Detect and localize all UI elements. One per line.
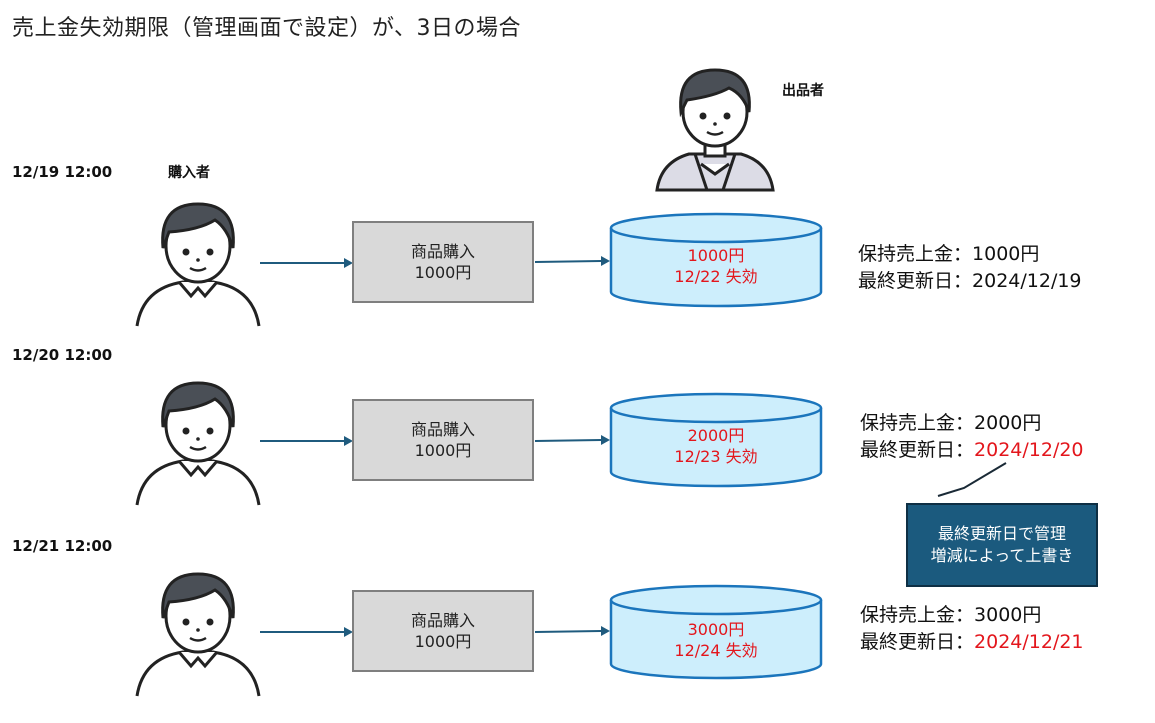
balance-info: 保持売上金：1000円 最終更新日：2024/12/19 (858, 241, 1082, 295)
purchase-box: 商品購入 1000円 (352, 221, 534, 303)
sales-storage-cylinder: 2000円 12/23 失効 (609, 392, 823, 488)
row-timestamp: 12/20 12:00 (12, 346, 113, 364)
sales-storage-cylinder: 1000円 12/22 失効 (609, 212, 823, 308)
arrow-buyer-to-purchase-icon (260, 436, 353, 446)
storage-amount: 1000円 (687, 246, 745, 265)
cylinder-icon (609, 584, 823, 680)
storage-amount: 2000円 (687, 426, 745, 445)
updated-label: 最終更新日： (858, 270, 973, 292)
cylinder-icon (609, 392, 823, 488)
cylinder-icon (609, 212, 823, 308)
balance-value: 3000円 (974, 604, 1042, 626)
buyer-label: 購入者 (168, 165, 210, 181)
updated-label: 最終更新日： (860, 631, 975, 653)
arrow-purchase-to-storage-icon (534, 435, 610, 445)
diagram-title: 売上金失効期限（管理画面で設定）が、3日の場合 (12, 16, 522, 41)
buyer-avatar-icon (135, 572, 261, 697)
callout-line: 増減によって上書き (930, 546, 1074, 565)
balance-value: 2000円 (974, 412, 1042, 434)
callout-note: 最終更新日で管理 増減によって上書き (906, 503, 1098, 587)
balance-label: 保持売上金： (860, 412, 975, 434)
balance-info: 保持売上金：3000円 最終更新日：2024/12/21 (860, 602, 1084, 656)
purchase-box: 商品購入 1000円 (352, 399, 534, 481)
storage-expiry: 12/23 失効 (674, 447, 758, 466)
callout-connector-line (937, 462, 1007, 497)
arrow-buyer-to-purchase-icon (260, 627, 353, 637)
purchase-box: 商品購入 1000円 (352, 590, 534, 672)
updated-value: 2024/12/20 (974, 439, 1084, 461)
updated-label: 最終更新日： (860, 439, 975, 461)
purchase-label: 商品購入 (410, 420, 475, 439)
buyer-avatar-icon (135, 202, 261, 327)
seller-label: 出品者 (782, 83, 824, 99)
row-timestamp: 12/21 12:00 (12, 537, 113, 555)
updated-value: 2024/12/21 (974, 631, 1084, 653)
purchase-label: 商品購入 (410, 242, 475, 261)
purchase-amount: 1000円 (414, 441, 472, 460)
storage-amount: 3000円 (687, 620, 745, 639)
arrow-buyer-to-purchase-icon (260, 258, 353, 268)
arrow-purchase-to-storage-icon (534, 626, 610, 636)
storage-expiry: 12/22 失効 (674, 267, 758, 286)
purchase-label: 商品購入 (410, 611, 475, 630)
purchase-amount: 1000円 (414, 632, 472, 651)
row-timestamp: 12/19 12:00 (12, 163, 113, 181)
arrow-purchase-to-storage-icon (534, 256, 610, 266)
sales-storage-cylinder: 3000円 12/24 失効 (609, 584, 823, 680)
balance-label: 保持売上金： (858, 243, 973, 265)
seller-avatar-icon (655, 68, 775, 192)
balance-label: 保持売上金： (860, 604, 975, 626)
balance-info: 保持売上金：2000円 最終更新日：2024/12/20 (860, 410, 1084, 464)
storage-expiry: 12/24 失効 (674, 641, 758, 660)
purchase-amount: 1000円 (414, 263, 472, 282)
balance-value: 1000円 (972, 243, 1040, 265)
updated-value: 2024/12/19 (972, 270, 1082, 292)
buyer-avatar-icon (135, 381, 261, 506)
callout-line: 最終更新日で管理 (937, 524, 1066, 543)
